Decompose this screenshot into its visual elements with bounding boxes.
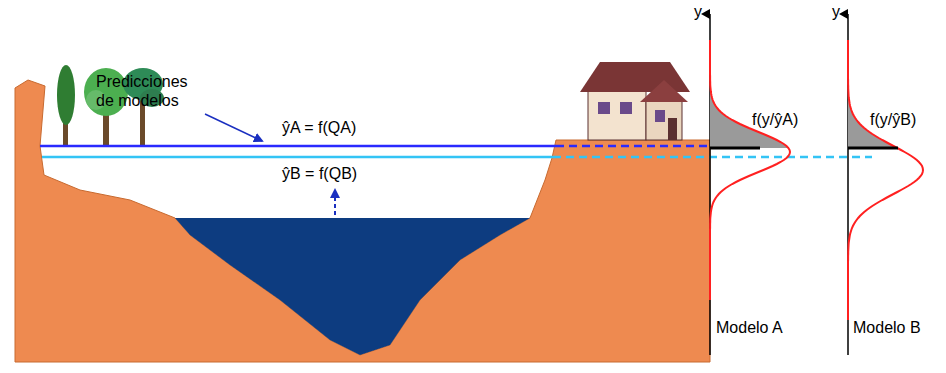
river-water — [175, 218, 530, 355]
predictions-label: Predicciones de modelos — [96, 72, 208, 110]
axis-label: y — [832, 2, 840, 21]
axis-label: y — [694, 2, 702, 21]
level-b-formula: ŷB = f(QB) — [282, 164, 357, 183]
level-b-dashed — [553, 156, 872, 159]
threshold-line — [710, 147, 760, 150]
exceedance-area — [710, 40, 788, 148]
level-a-dashed — [556, 145, 707, 148]
level-a-formula: ŷA = f(QA) — [282, 118, 356, 137]
level-b-line — [42, 156, 553, 159]
model-label: Modelo B — [853, 318, 921, 337]
density-label: f(y/ŷB) — [870, 110, 916, 129]
terrain — [15, 80, 710, 362]
rise-arrow — [334, 190, 336, 215]
level-a-line — [40, 145, 556, 148]
exceedance-area — [848, 40, 897, 148]
house — [580, 62, 690, 140]
model-label: Modelo A — [716, 318, 783, 337]
density-label: f(y/ŷA) — [752, 110, 798, 129]
density-curve — [848, 40, 923, 320]
density-curve — [710, 40, 790, 300]
threshold-line — [848, 147, 898, 150]
leader-arrow — [205, 114, 262, 141]
